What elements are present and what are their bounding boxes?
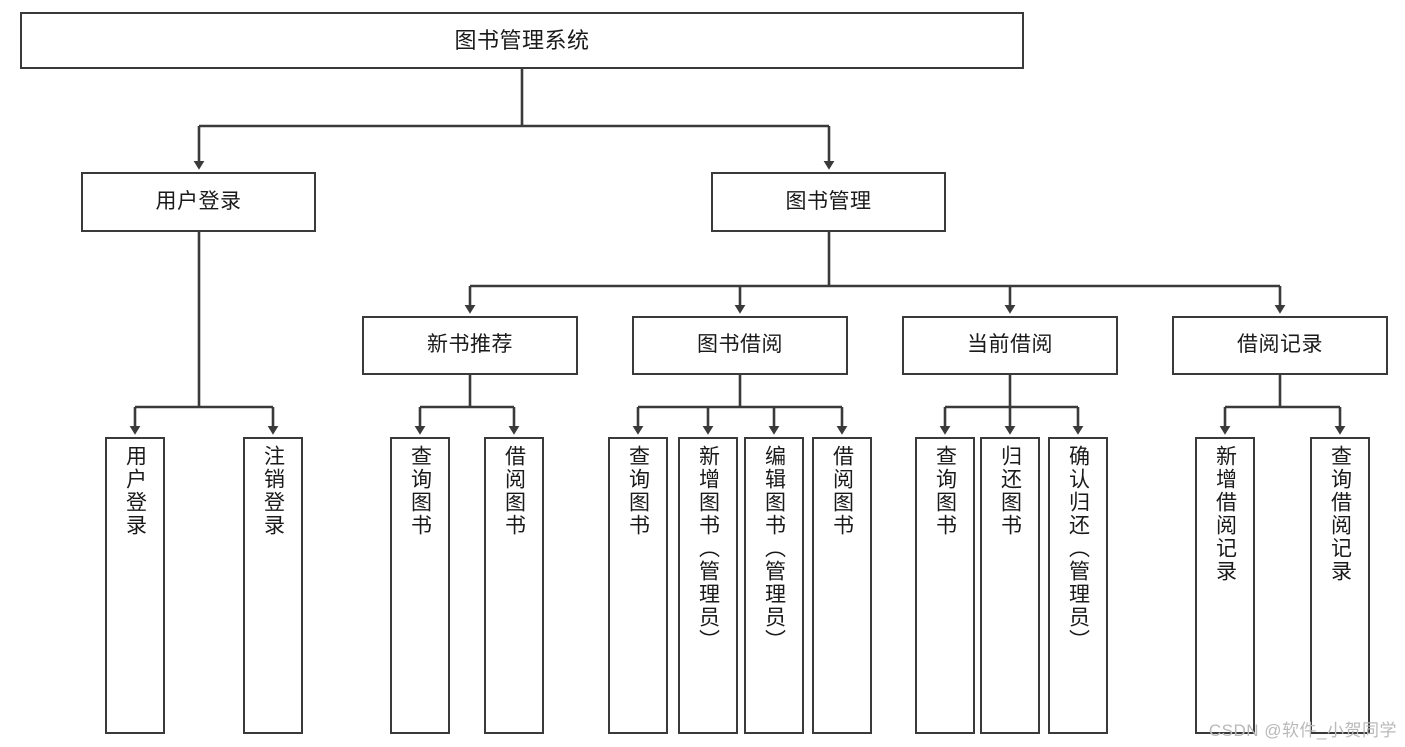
connector-bus-book-borrow xyxy=(638,375,842,409)
node-leaf-borrow-book-2[interactable]: 借阅图书 xyxy=(812,437,872,734)
node-label: 图书管理系统 xyxy=(454,27,590,53)
node-leaf-user-login[interactable]: 用户登录 xyxy=(105,437,165,734)
node-label: 确认归还（管理员） xyxy=(1066,445,1090,652)
connector-bus-root xyxy=(199,69,829,128)
node-label: 新增图书（管理员） xyxy=(696,445,720,652)
node-book-manage[interactable]: 图书管理 xyxy=(711,172,946,232)
node-label: 借阅图书 xyxy=(830,445,854,537)
node-label: 新增借阅记录 xyxy=(1213,445,1237,583)
node-leaf-user-logout[interactable]: 注销登录 xyxy=(243,437,303,734)
node-label: 查询图书 xyxy=(626,445,650,537)
node-label: 注销登录 xyxy=(261,445,285,537)
node-new-book-recommend[interactable]: 新书推荐 xyxy=(362,316,578,375)
node-label: 编辑图书（管理员） xyxy=(762,445,786,652)
node-leaf-edit-book[interactable]: 编辑图书（管理员） xyxy=(744,437,804,734)
node-leaf-borrow-book-1[interactable]: 借阅图书 xyxy=(484,437,544,734)
node-leaf-return-book[interactable]: 归还图书 xyxy=(980,437,1040,734)
node-root[interactable]: 图书管理系统 xyxy=(20,12,1024,69)
node-book-borrow[interactable]: 图书借阅 xyxy=(632,316,848,375)
node-label: 查询图书 xyxy=(408,445,432,537)
connector-bus-borrow-record xyxy=(1225,375,1340,409)
node-label: 当前借阅 xyxy=(967,333,1053,357)
node-leaf-query-record[interactable]: 查询借阅记录 xyxy=(1310,437,1370,734)
node-leaf-query-book-1[interactable]: 查询图书 xyxy=(390,437,450,734)
node-label: 查询借阅记录 xyxy=(1328,445,1352,583)
connector-bus-book-manage xyxy=(470,232,1280,288)
node-borrow-record[interactable]: 借阅记录 xyxy=(1172,316,1388,375)
node-label: 借阅图书 xyxy=(502,445,526,537)
connector-bus-new-book-recommend xyxy=(420,375,514,409)
node-leaf-confirm-return[interactable]: 确认归还（管理员） xyxy=(1048,437,1108,734)
node-label: 图书管理 xyxy=(785,189,872,213)
connector-bus-user-login xyxy=(135,232,273,409)
node-label: 查询图书 xyxy=(933,445,957,537)
connector-bus-current-borrow xyxy=(945,375,1078,409)
node-leaf-add-record[interactable]: 新增借阅记录 xyxy=(1195,437,1255,734)
node-leaf-query-book-3[interactable]: 查询图书 xyxy=(915,437,975,734)
node-leaf-query-book-2[interactable]: 查询图书 xyxy=(608,437,668,734)
node-label: 借阅记录 xyxy=(1237,333,1323,357)
watermark: CSDN @软件_小贺同学 xyxy=(1208,721,1397,740)
node-current-borrow[interactable]: 当前借阅 xyxy=(902,316,1118,375)
node-label: 归还图书 xyxy=(998,445,1022,537)
node-label: 用户登录 xyxy=(155,189,242,213)
node-label: 图书借阅 xyxy=(697,333,783,357)
node-label: 新书推荐 xyxy=(427,333,513,357)
node-leaf-add-book[interactable]: 新增图书（管理员） xyxy=(678,437,738,734)
node-user-login[interactable]: 用户登录 xyxy=(81,172,316,232)
node-label: 用户登录 xyxy=(123,445,147,537)
